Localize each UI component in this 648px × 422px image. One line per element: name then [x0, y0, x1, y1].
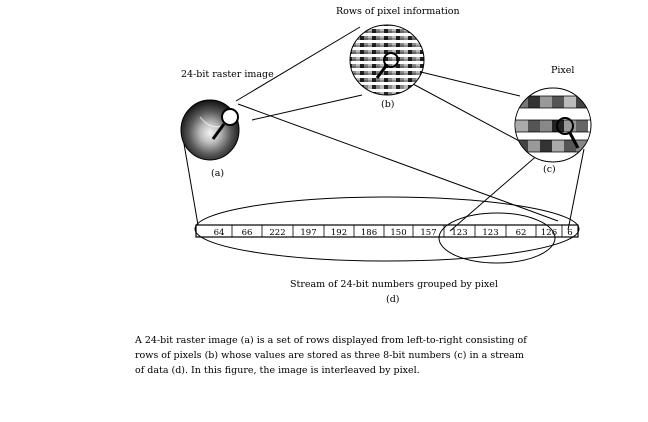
stream-ellipse: [194, 196, 580, 262]
stream-cell-value: 62: [516, 228, 527, 238]
magnifier-icon: [221, 108, 239, 126]
stream-tag: (d): [386, 294, 400, 305]
stream-cell-value: 150: [390, 228, 406, 238]
stream-cell-value: 192: [331, 228, 347, 238]
raster-title: 24-bit raster image: [181, 69, 274, 80]
figure-caption: A 24-bit raster image (a) is a set of ro…: [135, 335, 527, 376]
stream-cell-value: 123: [451, 228, 467, 238]
pixel-circle: [514, 87, 592, 163]
rows-tag: (b): [381, 99, 395, 110]
stream-cell-value: 6: [567, 228, 572, 238]
raster-image-circle: [180, 99, 240, 161]
stream-cell-value: 66: [242, 228, 253, 238]
stream-cell-value: 123: [482, 228, 498, 238]
magnifier-icon: [556, 117, 574, 135]
stream-cell-value: 64: [214, 228, 225, 238]
stream-strip: [195, 224, 579, 238]
stream-cell-value: 157: [420, 228, 436, 238]
stream-title: Stream of 24-bit numbers grouped by pixe…: [290, 279, 498, 290]
stream-cell-value: 186: [361, 228, 377, 238]
stream-cells: 64 66 222 197 192 186 150 157 123 123 62 126 6: [214, 225, 573, 238]
pixel-title: Pixel: [551, 65, 574, 76]
stream-cell-value: 197: [300, 228, 316, 238]
pixel-tag: (c): [543, 164, 556, 175]
stream-cell-value: 222: [269, 228, 285, 238]
rows-title: Rows of pixel information: [336, 6, 460, 17]
pixel-group-ellipse: [438, 212, 556, 264]
raster-tag: (a): [211, 168, 224, 179]
magnifier-icon: [383, 52, 399, 68]
pixel-rows-circle: [349, 24, 425, 96]
stream-cell-value: 126: [541, 228, 557, 238]
